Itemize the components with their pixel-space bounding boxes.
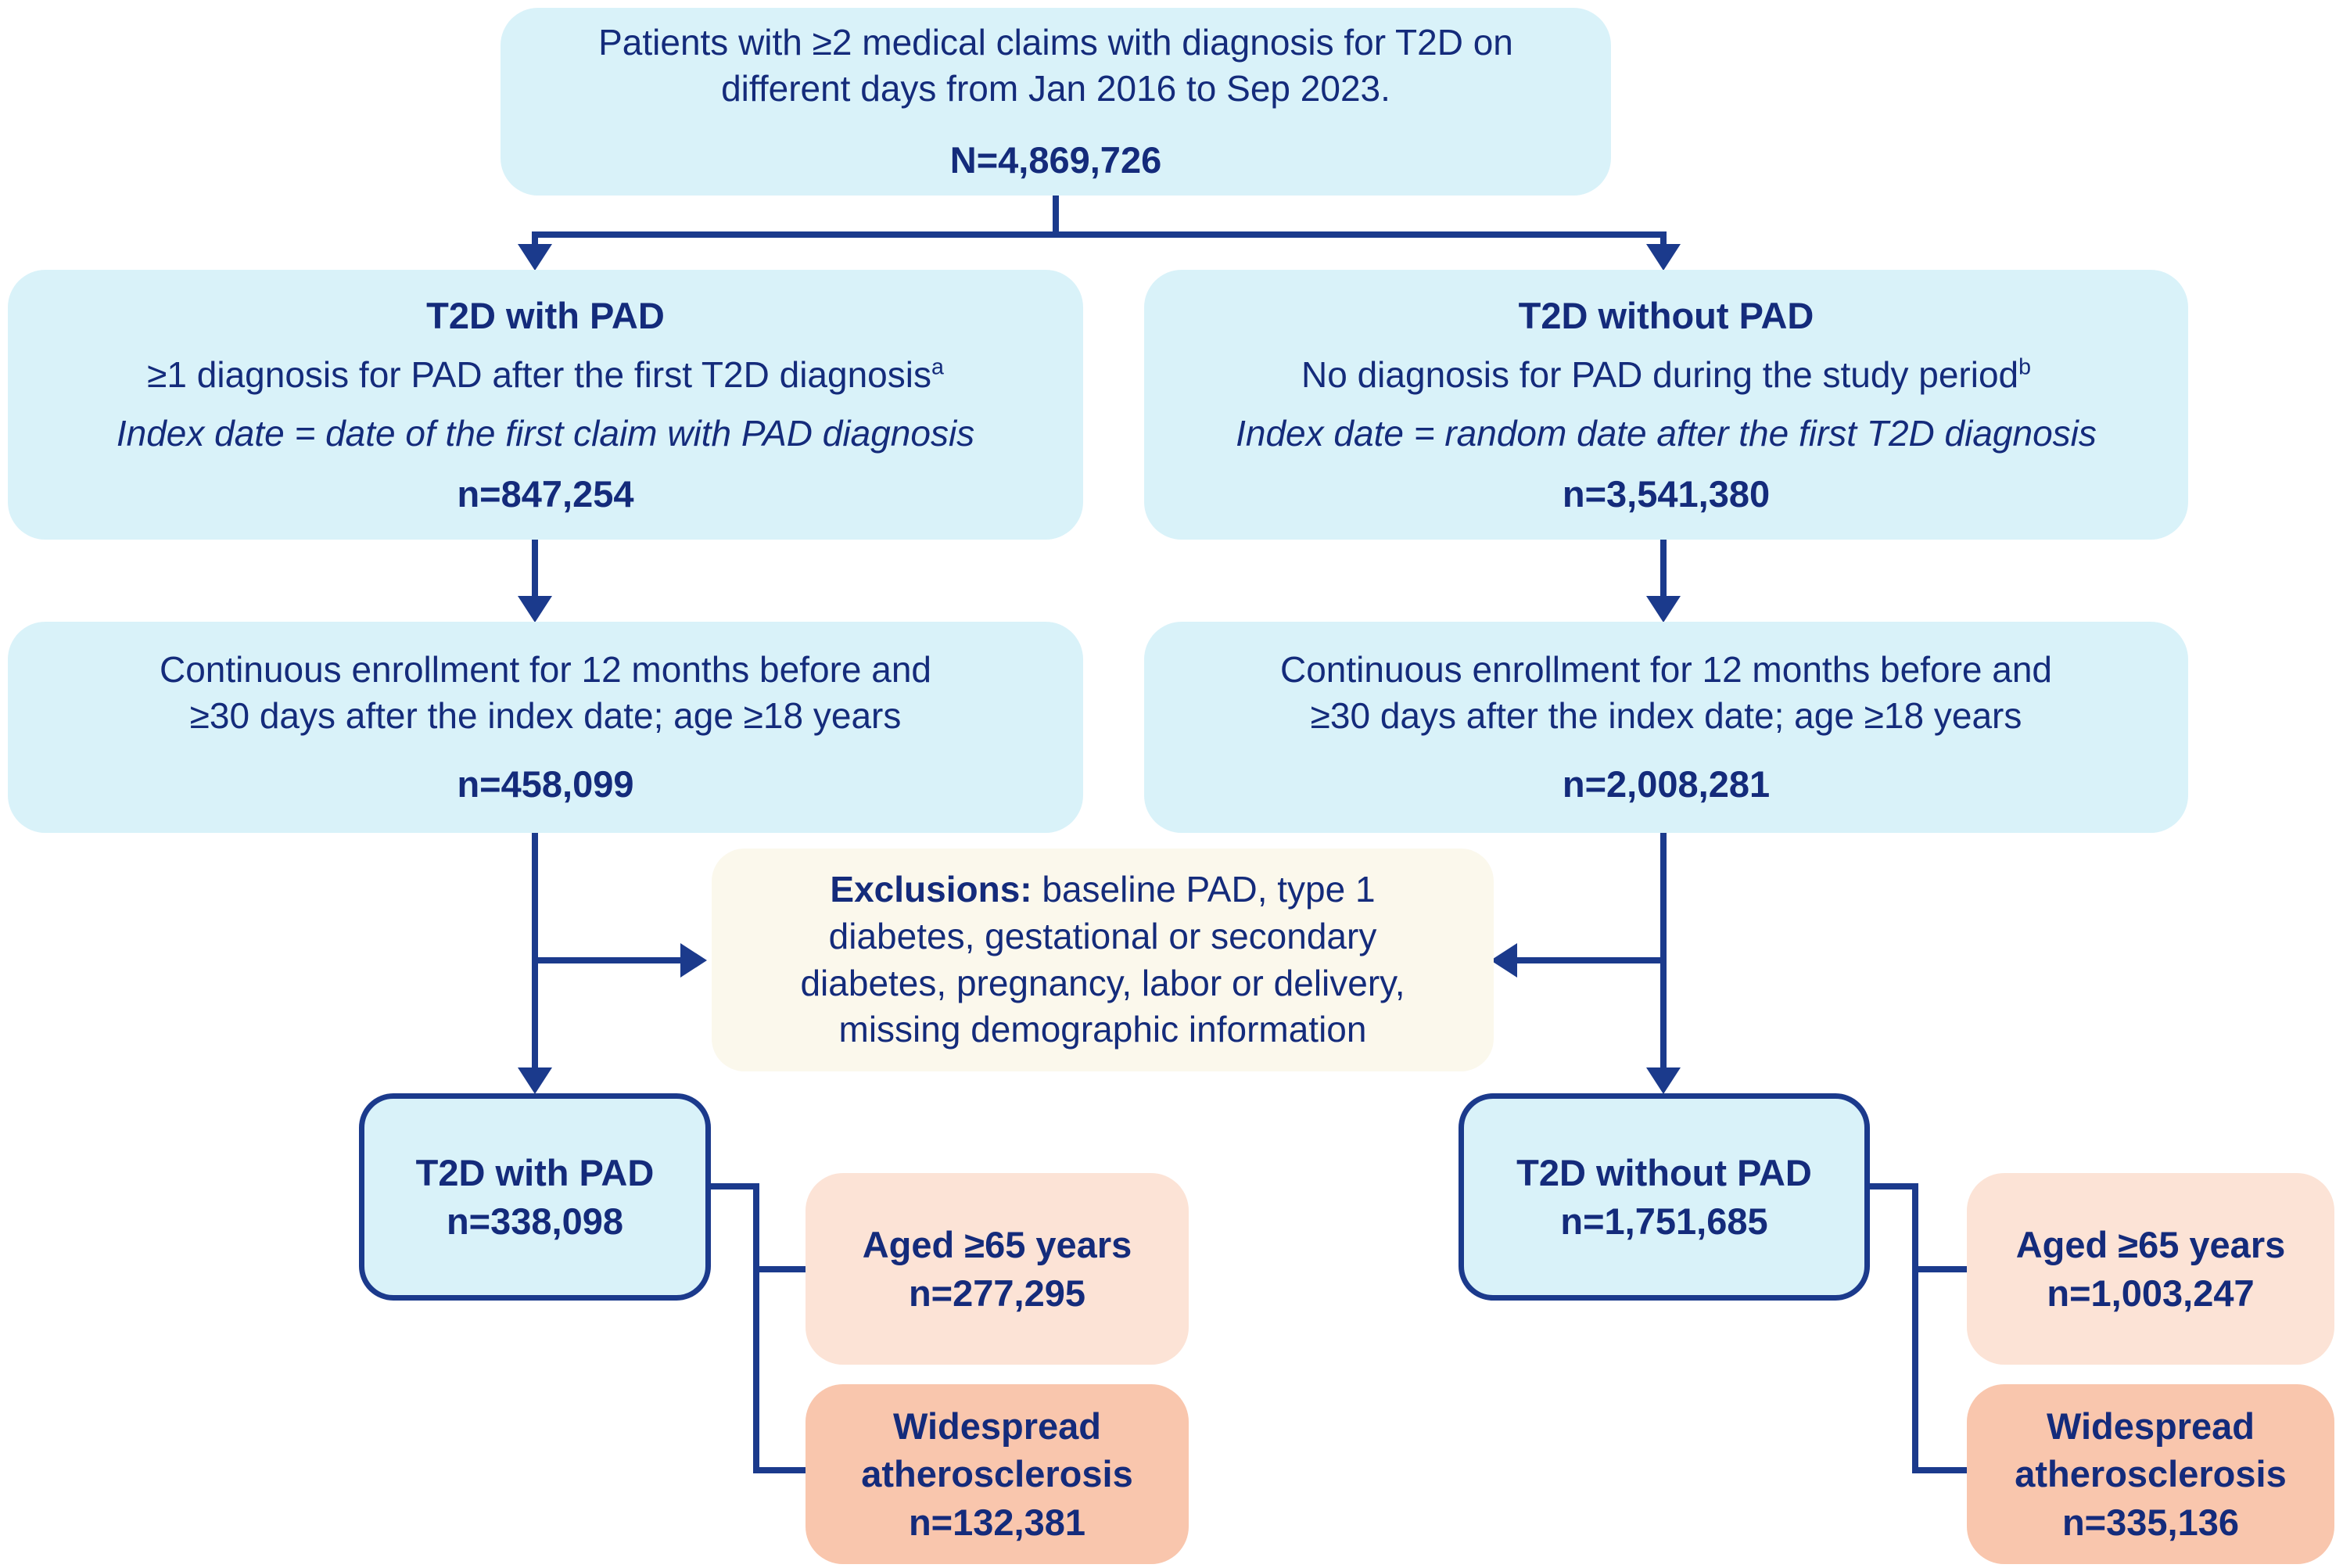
left-result-arrowhead-icon (518, 1067, 552, 1094)
right-exclusion-arrowhead-icon (1491, 943, 1517, 978)
right-enrollment-arrow-stem (1660, 540, 1667, 597)
left-widespread-atherosclerosis-title: Widespread atherosclerosis (861, 1405, 1133, 1495)
right-widespread-atherosclerosis-title: Widespread atherosclerosis (2015, 1405, 2287, 1495)
right-aged-65-title: Aged ≥65 years (2015, 1224, 2286, 1266)
left-aged-65-title: Aged ≥65 years (862, 1224, 1132, 1266)
total-population-box: Patients with ≥2 medical claims with dia… (501, 8, 1611, 196)
t2d-with-pad-branch-count: n=847,254 (457, 473, 634, 515)
t2d-with-pad-branch-criteria: ≥1 diagnosis for PAD after the first T2D… (147, 352, 944, 399)
split-right-arrow-stem (1660, 231, 1667, 247)
right-result-arrowhead-icon (1646, 1067, 1681, 1094)
left-enrollment-count: n=458,099 (457, 763, 634, 806)
exclusions-line1: Exclusions: baseline PAD, type 1 (830, 867, 1375, 913)
right-widespread-atherosclerosis-count: n=335,136 (2061, 1501, 2240, 1543)
left-enrollment-arrowhead-icon (518, 596, 552, 623)
t2d-without-pad-result-box: T2D without PAD n=1,751,685 (1459, 1093, 1870, 1301)
split-left-arrow-stem (532, 231, 538, 247)
left-exclusion-arrowhead-icon (680, 943, 707, 978)
right-aged-65-box: Aged ≥65 years n=1,003,247 (1967, 1173, 2334, 1365)
t2d-with-pad-result-box: T2D with PAD n=338,098 (359, 1093, 711, 1301)
t2d-without-pad-branch-criteria: No diagnosis for PAD during the study pe… (1301, 352, 2031, 399)
left-aged-65-box: Aged ≥65 years n=277,295 (806, 1173, 1189, 1365)
left-enrollment-arrow-stem (532, 540, 538, 597)
left-exclusion-arrow-stem (535, 957, 682, 963)
left-enrollment-box: Continuous enrollment for 12 months befo… (8, 622, 1083, 833)
right-widespread-atherosclerosis-box: Widespread atherosclerosis n=335,136 (1967, 1384, 2334, 1564)
t2d-with-pad-result-title: T2D with PAD (415, 1152, 655, 1194)
right-enrollment-text-line1: Continuous enrollment for 12 months befo… (1279, 648, 2053, 690)
t2d-without-pad-result-title: T2D without PAD (1516, 1152, 1812, 1194)
left-enrollment-text-line2: ≥30 days after the index date; age ≥18 y… (189, 695, 902, 737)
left-result-arrow-stem (532, 833, 538, 1069)
left-widespread-atherosclerosis-box: Widespread atherosclerosis n=132,381 (806, 1384, 1189, 1564)
left-aged-65-count: n=277,295 (908, 1272, 1086, 1314)
right-exclusion-arrow-stem (1517, 957, 1663, 963)
exclusions-line4: missing demographic information (838, 1009, 1367, 1050)
right-elbow-exit-line (1870, 1183, 1918, 1189)
t2d-with-pad-result-count: n=338,098 (446, 1200, 624, 1242)
right-aged-65-count: n=1,003,247 (2047, 1272, 2255, 1314)
right-enrollment-arrowhead-icon (1646, 596, 1681, 623)
exclusions-label: Exclusions: (830, 868, 1032, 910)
left-widespread-atherosclerosis-count: n=132,381 (908, 1501, 1086, 1543)
footnote-marker-b: b (2018, 354, 2031, 380)
left-elbow-stub-athero (753, 1467, 808, 1473)
right-result-arrow-stem (1660, 833, 1667, 1069)
exclusions-line2: diabetes, gestational or secondary (828, 915, 1377, 956)
right-elbow-stub-athero (1912, 1467, 1969, 1473)
right-elbow-vertical-line (1912, 1183, 1918, 1473)
total-population-count: N=4,869,726 (949, 139, 1162, 181)
t2d-without-pad-branch-title: T2D without PAD (1518, 294, 1814, 336)
t2d-with-pad-index-date: Index date = date of the first claim wit… (116, 413, 975, 454)
footnote-marker-a: a (931, 354, 944, 380)
criteria-text: No diagnosis for PAD during the study pe… (1301, 353, 2019, 395)
right-elbow-stub-aged (1912, 1266, 1969, 1272)
exclusions-box: Exclusions: baseline PAD, type 1 diabete… (712, 849, 1494, 1071)
split-connector-bar (532, 231, 1667, 238)
left-elbow-stub-aged (753, 1266, 808, 1272)
right-enrollment-box: Continuous enrollment for 12 months befo… (1144, 622, 2188, 833)
split-connector-stem (1053, 196, 1059, 235)
t2d-with-pad-branch-box: T2D with PAD ≥1 diagnosis for PAD after … (8, 270, 1083, 540)
t2d-without-pad-result-count: n=1,751,685 (1560, 1200, 1768, 1242)
left-enrollment-text-line1: Continuous enrollment for 12 months befo… (159, 648, 932, 690)
criteria-text: ≥1 diagnosis for PAD after the first T2D… (147, 353, 931, 395)
right-enrollment-text-line2: ≥30 days after the index date; age ≥18 y… (1310, 695, 2022, 737)
t2d-without-pad-branch-box: T2D without PAD No diagnosis for PAD dur… (1144, 270, 2188, 540)
split-left-arrowhead-icon (518, 244, 552, 271)
total-population-text-line1: Patients with ≥2 medical claims with dia… (598, 21, 1513, 63)
left-elbow-exit-line (711, 1183, 759, 1189)
total-population-text-line2: different days from Jan 2016 to Sep 2023… (721, 68, 1390, 109)
exclusions-line3: diabetes, pregnancy, labor or delivery, (800, 962, 1405, 1003)
t2d-without-pad-index-date: Index date = random date after the first… (1236, 413, 2097, 454)
t2d-without-pad-branch-count: n=3,541,380 (1562, 473, 1771, 515)
split-right-arrowhead-icon (1646, 244, 1681, 271)
t2d-with-pad-branch-title: T2D with PAD (426, 294, 665, 336)
left-elbow-vertical-line (753, 1183, 759, 1473)
right-enrollment-count: n=2,008,281 (1562, 763, 1771, 806)
exclusions-line1-text: baseline PAD, type 1 (1032, 868, 1376, 910)
